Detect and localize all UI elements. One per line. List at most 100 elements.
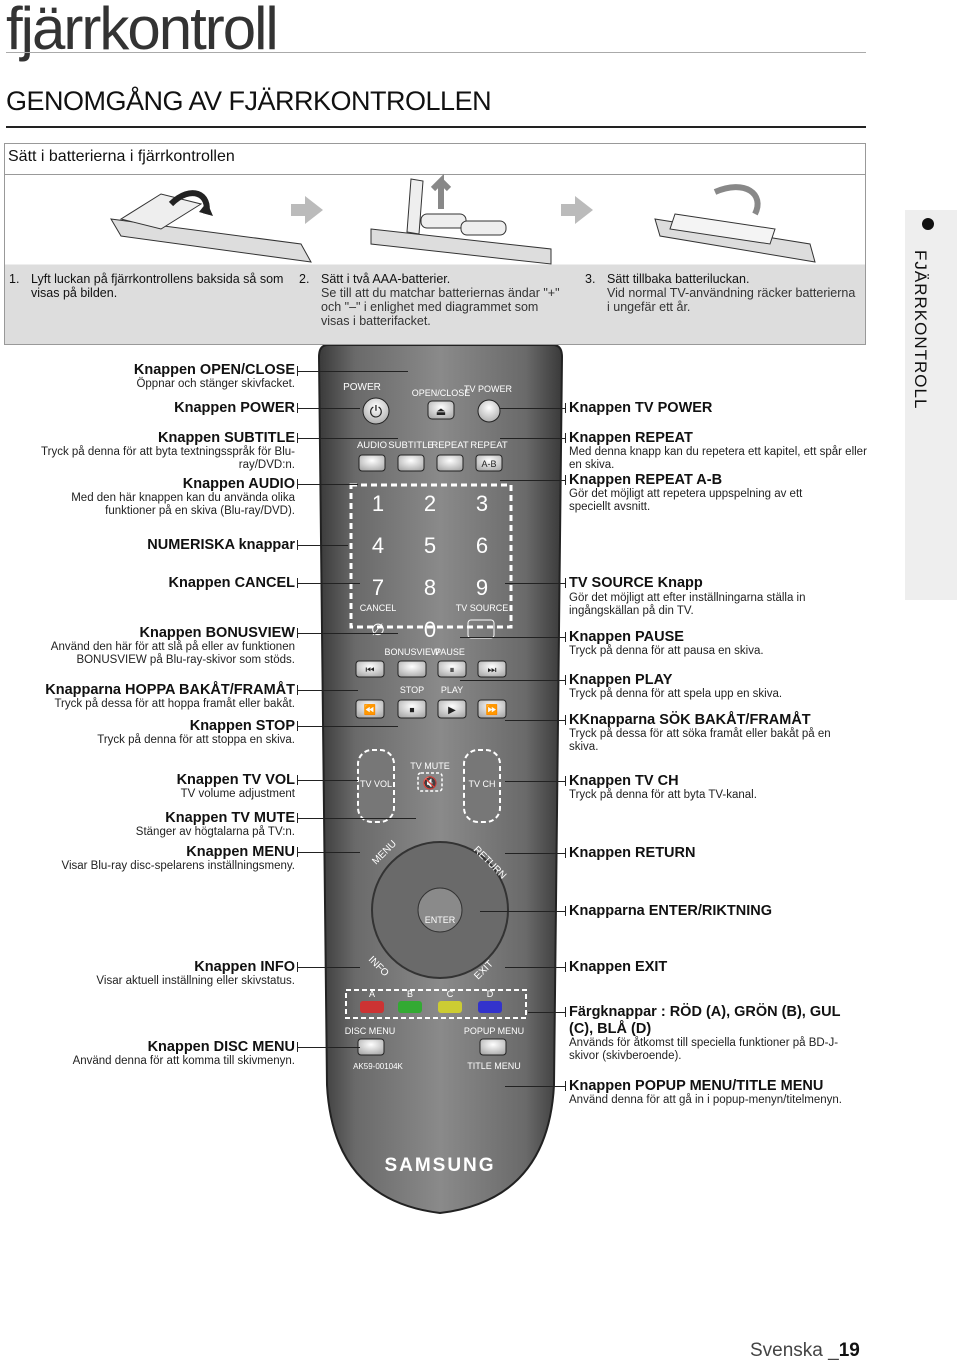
divider: [6, 52, 866, 53]
leader-tick: [565, 715, 566, 725]
search-back-button[interactable]: [355, 699, 385, 719]
label-bonusview: Knappen BONUSVIEW: [139, 625, 295, 641]
leader-line: [500, 438, 565, 439]
leader-tick: [565, 675, 566, 685]
desc-search: Tryck på dessa för att söka framåt eller…: [569, 728, 831, 753]
skip-forward-button[interactable]: [477, 660, 507, 678]
audio-button[interactable]: [358, 454, 386, 472]
open-close-button[interactable]: [427, 400, 455, 420]
tv-power-button[interactable]: [477, 399, 501, 423]
divider: [6, 126, 866, 128]
leader-tick: [297, 433, 298, 443]
enter-label: ENTER: [425, 915, 456, 925]
label-tv-power: Knappen TV POWER: [569, 400, 713, 416]
desc-bonusview: Använd den här för att slå på eller av f…: [50, 641, 295, 666]
bonusview-button[interactable]: [397, 660, 427, 678]
label-subtitle: Knappen SUBTITLE: [158, 430, 295, 446]
disc-menu-button[interactable]: [357, 1038, 385, 1056]
remote-control: POWER ⏻ OPEN/CLOSE ⏏ TV POWER AUDIO SUBT…: [318, 345, 563, 1215]
color-c-button[interactable]: [438, 1001, 462, 1013]
color-buttons-highlight: [345, 989, 527, 1019]
popup-menu-button[interactable]: [479, 1038, 507, 1056]
digit-1-button[interactable]: 1: [372, 491, 384, 516]
leader-line: [298, 633, 398, 634]
disc-menu-label: DISC MENU: [345, 1026, 396, 1036]
stop-label: STOP: [400, 685, 424, 695]
repeat-ab-button[interactable]: [475, 454, 503, 472]
leader-tick: [565, 776, 566, 786]
label-popup-menu: Knappen POPUP MENU/TITLE MENU: [569, 1078, 824, 1094]
battery-box: Sätt i batterierna i fjärrkontrollen 1. …: [4, 143, 866, 345]
leader-tick: [297, 403, 298, 413]
power-button[interactable]: [362, 397, 390, 425]
digit-8-button[interactable]: 8: [424, 575, 436, 600]
tv-mute-button[interactable]: [417, 772, 443, 792]
leader-line: [298, 852, 360, 853]
search-forward-button[interactable]: [477, 699, 507, 719]
subtitle-button[interactable]: [397, 454, 425, 472]
tv-vol-button[interactable]: [357, 749, 395, 823]
digit-7-button[interactable]: 7: [372, 575, 384, 600]
label-play: Knappen PLAY: [569, 672, 673, 688]
cancel-button[interactable]: ∅: [371, 622, 385, 639]
label-numeric: NUMERISKA knappar: [147, 537, 295, 553]
desc-tv-vol: TV volume adjustment: [180, 788, 295, 800]
battery-header: Sätt i batterierna i fjärrkontrollen: [5, 144, 865, 175]
digit-4-button[interactable]: 4: [372, 533, 384, 558]
digit-9-button[interactable]: 9: [476, 575, 488, 600]
page-heading: GENOMGÅNG AV FJÄRRKONTROLLEN: [6, 86, 492, 116]
leader-line: [505, 967, 565, 968]
label-tv-mute: Knappen TV MUTE: [165, 810, 295, 826]
play-label: PLAY: [441, 685, 463, 695]
leader-line: [505, 781, 565, 782]
label-audio: Knappen AUDIO: [182, 476, 295, 492]
color-d-button[interactable]: [478, 1001, 502, 1013]
label-skip: Knapparna HOPPA BAKÅT/FRAMÅT: [45, 682, 295, 698]
leader-line: [298, 484, 358, 485]
leader-tick: [297, 628, 298, 638]
subtitle-label: SUBTITLE: [388, 440, 433, 451]
leader-tick: [297, 962, 298, 972]
stop-button[interactable]: [397, 699, 427, 719]
digit-5-button[interactable]: 5: [424, 533, 436, 558]
digit-2-button[interactable]: 2: [424, 491, 436, 516]
leader-tick: [565, 403, 566, 413]
page-number: 19: [838, 1340, 860, 1361]
digit-6-button[interactable]: 6: [476, 533, 488, 558]
leader-tick: [297, 578, 298, 588]
color-a-button[interactable]: [360, 1001, 384, 1013]
color-b-button[interactable]: [398, 1001, 422, 1013]
leader-tick: [565, 962, 566, 972]
leader-tick: [565, 1081, 566, 1091]
pause-button[interactable]: [437, 660, 467, 678]
label-return: Knappen RETURN: [569, 845, 696, 861]
leader-line: [480, 911, 565, 912]
leader-line: [528, 1012, 565, 1013]
leader-tick: [297, 1042, 298, 1052]
label-stop: Knappen STOP: [189, 718, 295, 734]
desc-tv-source: Gör det möjligt att efter inställningarn…: [569, 592, 806, 617]
desc-subtitle: Tryck på denna för att byta textningsspr…: [41, 446, 295, 471]
label-tv-ch: Knappen TV CH: [569, 773, 679, 789]
chapter-title: fjärrkontroll: [6, 0, 279, 62]
tv-ch-button[interactable]: [463, 749, 501, 823]
arrow-right-icon: [561, 196, 593, 224]
leader-line: [505, 583, 565, 584]
leader-tick: [297, 721, 298, 731]
leader-line: [298, 726, 398, 727]
digit-3-button[interactable]: 3: [476, 491, 488, 516]
label-exit: Knappen EXIT: [569, 959, 668, 975]
digit-0-button[interactable]: 0: [424, 617, 436, 642]
leader-tick: [565, 578, 566, 588]
battery-title: Sätt i batterierna i fjärrkontrollen: [8, 148, 235, 165]
leader-line: [298, 545, 348, 546]
play-button[interactable]: [437, 699, 467, 719]
tv-source-label: TV SOURCE: [456, 603, 509, 613]
tv-source-button[interactable]: [467, 619, 495, 639]
leader-line: [505, 1086, 565, 1087]
color-b-label: B: [407, 989, 413, 999]
enter-button[interactable]: [417, 887, 463, 933]
skip-back-button[interactable]: [355, 660, 385, 678]
leader-tick: [565, 848, 566, 858]
repeat-button[interactable]: [436, 454, 464, 472]
